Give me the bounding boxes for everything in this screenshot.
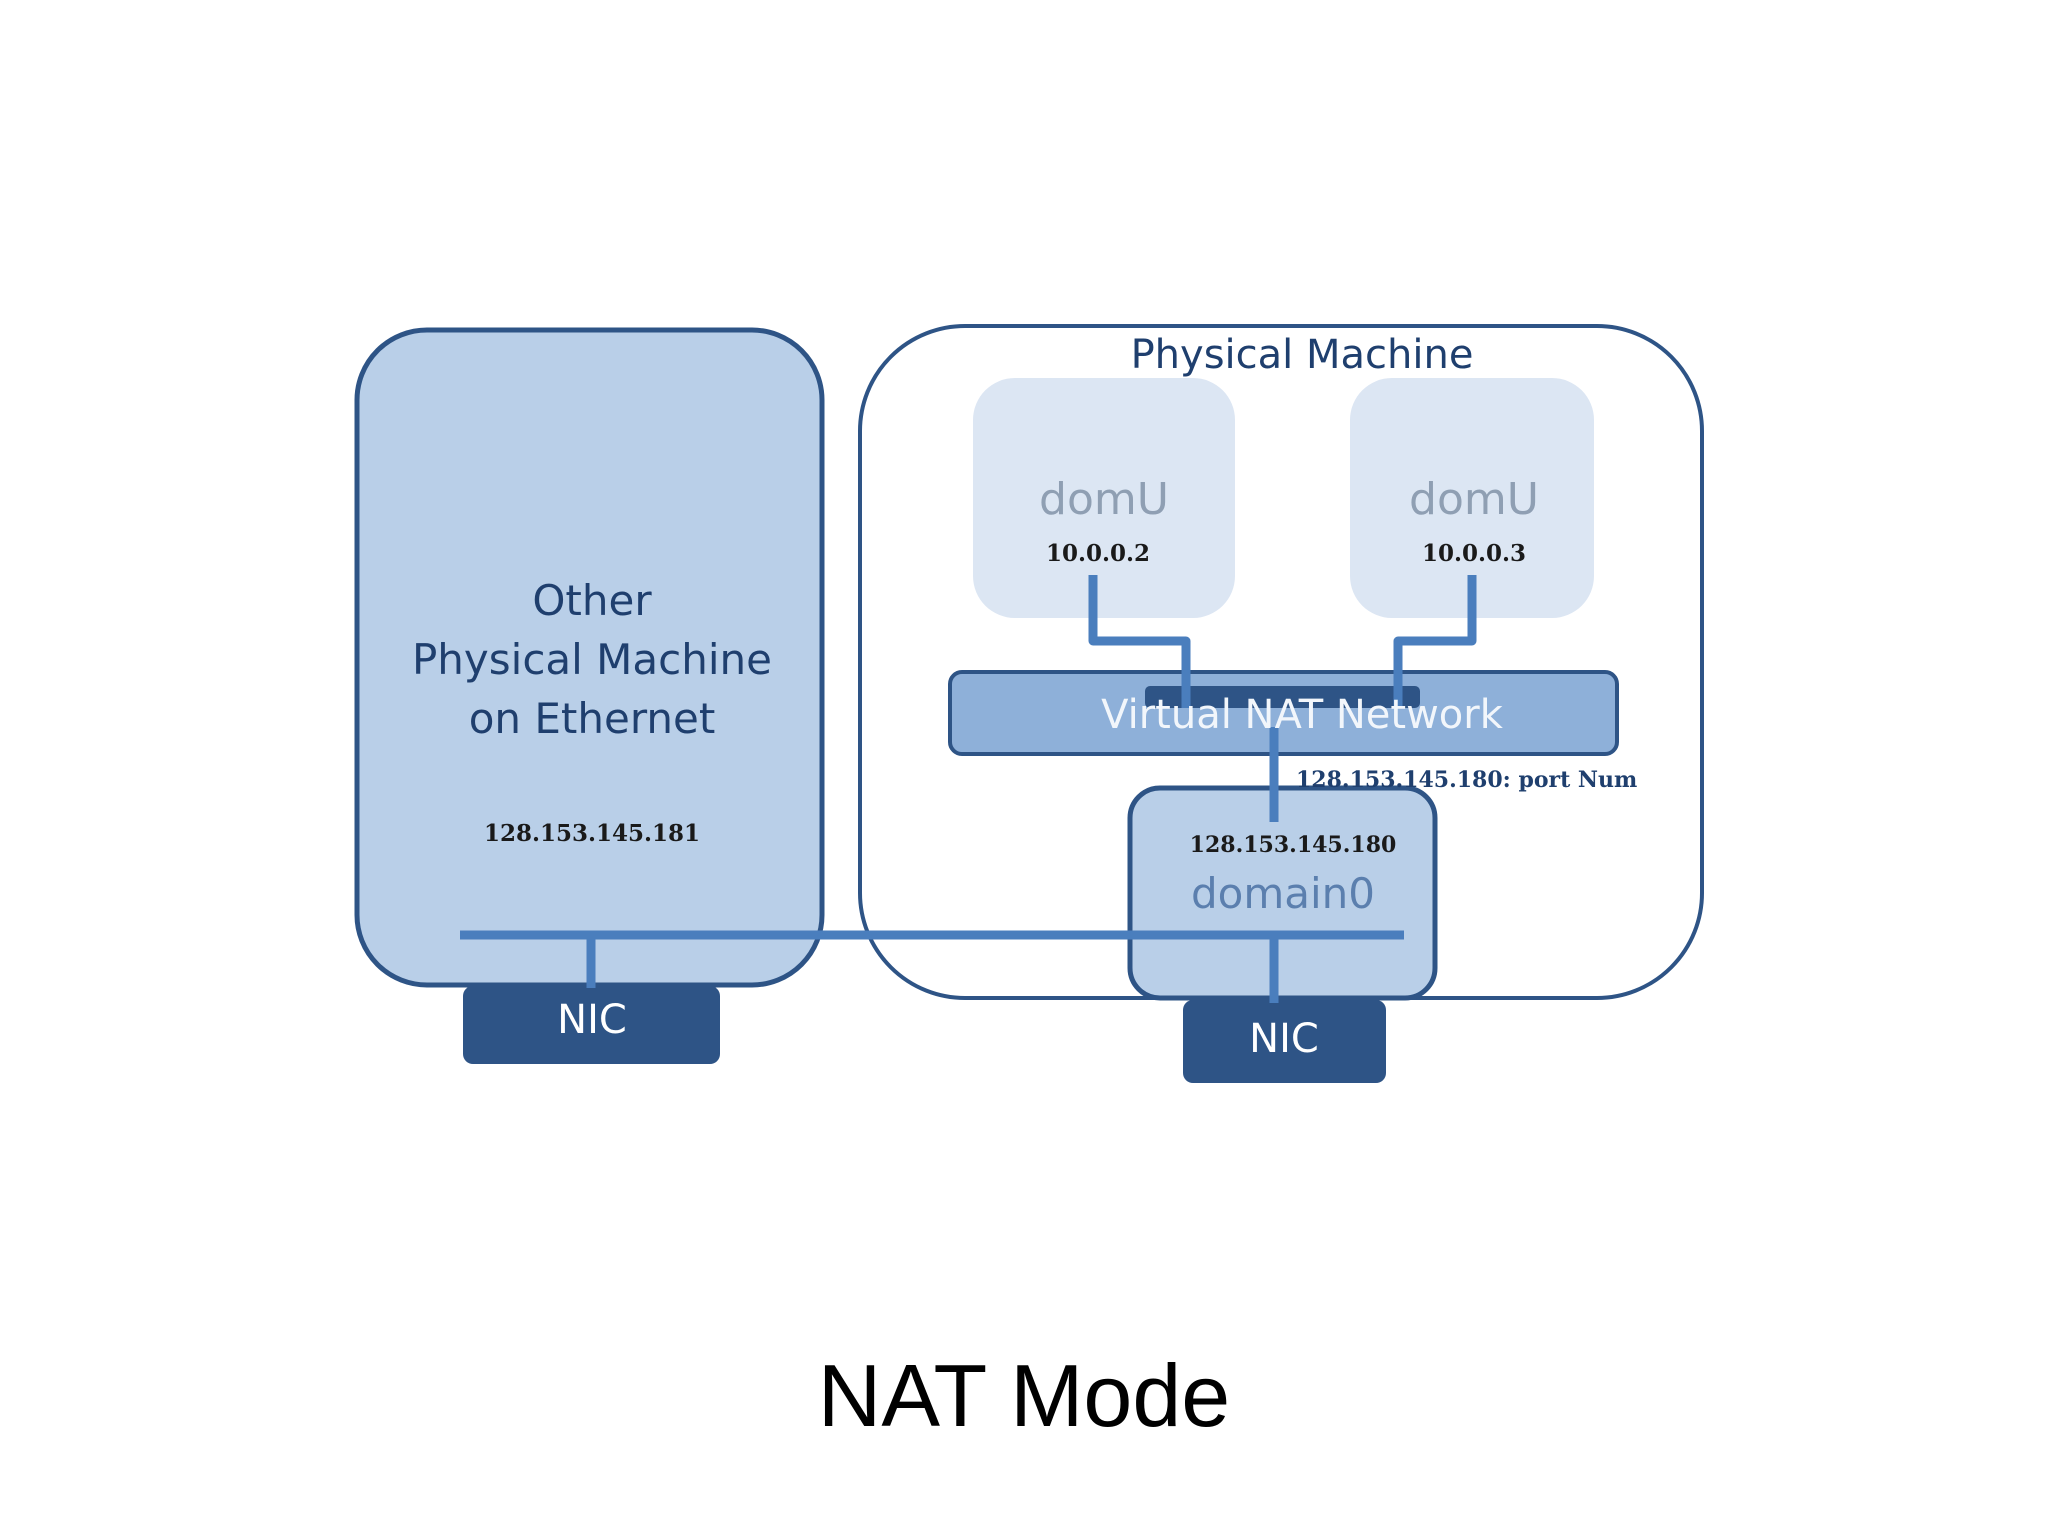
connector-lines <box>460 575 1477 1003</box>
other-machine-label-line-3: on Ethernet <box>469 694 716 743</box>
virtual-nat-network-bar <box>948 670 1619 756</box>
domu-right-box <box>1350 378 1594 618</box>
physical-machine-title: Physical Machine <box>1131 332 1474 378</box>
other-machine-label-line-2: Physical Machine <box>412 635 772 684</box>
nat-inner-strip <box>1145 686 1420 708</box>
caption: NAT Mode <box>817 1346 1231 1445</box>
other-machine-nic <box>463 986 720 1064</box>
domain0-ip: 128.153.145.180 <box>1190 832 1397 858</box>
domain0-name: domain0 <box>1191 869 1375 918</box>
domu-right-link <box>1393 575 1477 708</box>
physical-machine-nic <box>1183 1000 1386 1083</box>
domu-left-link <box>1088 575 1191 708</box>
other-machine-label-line-1: Other <box>532 576 652 625</box>
domain0-box <box>1127 785 1438 1001</box>
other-machine-ip: 128.153.145.181 <box>484 820 700 847</box>
nat-port-label: 128.153.145.180: port Num <box>1296 767 1637 793</box>
physical-machine-nic-label: NIC <box>1249 1016 1319 1062</box>
domu-left-name: domU <box>1039 474 1169 525</box>
virtual-nat-network-label: Virtual NAT Network <box>1101 692 1504 738</box>
other-machine-nic-label: NIC <box>557 997 627 1043</box>
domu-left-ip: 10.0.0.2 <box>1046 540 1150 567</box>
domu-left-box <box>973 378 1235 618</box>
domu-right-name: domU <box>1409 474 1539 525</box>
domu-right-ip: 10.0.0.3 <box>1422 540 1526 567</box>
